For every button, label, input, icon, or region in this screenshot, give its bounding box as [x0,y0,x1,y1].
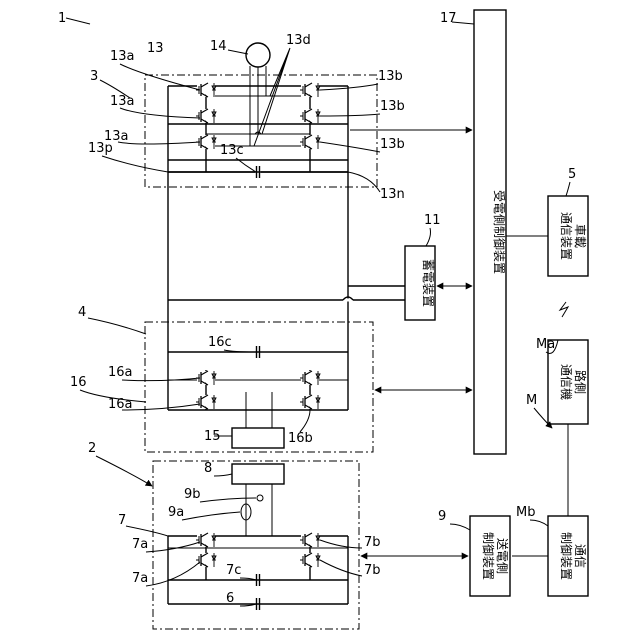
igbt-13b-2 [300,109,320,123]
vehicle-comm-label-1: 車載 [573,224,587,248]
motor-14 [246,43,270,67]
ref-7a-1: 7a [132,537,148,552]
igbt-13b-1 [300,83,320,97]
wireless-link [560,302,568,317]
igbt-16b-1 [300,371,320,385]
ref-13a-3: 13a [104,129,129,144]
road-comm-label-2: 通信機 [559,364,574,400]
ref-13b-3: 13b [380,137,405,152]
ref-13: 13 [147,41,164,56]
ref-9: 9 [438,509,446,524]
igbt-7b-2 [300,553,320,567]
ref-M: M [526,393,537,408]
igbt-7a-2 [196,553,216,567]
storage-label: 蓄電装置 [421,259,435,307]
ref-14: 14 [210,39,227,54]
coil-15 [232,428,284,448]
ref-17: 17 [440,11,457,26]
ref-7c: 7c [226,563,241,578]
ref-Ma: Ma [536,337,555,352]
ref-4: 4 [78,305,86,320]
ref-Mb: Mb [516,505,535,520]
inverter-13-enclosure [145,75,377,187]
igbt-13a-2 [196,109,216,123]
igbt-7a-1 [196,533,216,547]
igbt-16a-2 [196,395,216,409]
sender-ctrl-label-1: 送電側 [495,538,510,574]
sensor-9b [257,495,263,501]
ref-16c: 16c [208,335,232,350]
ref-2: 2 [88,441,96,456]
ref-13n: 13n [380,187,405,202]
ref-9b: 9b [184,487,201,502]
ref-13b-1: 13b [378,69,403,84]
ref-7a-2: 7a [132,571,148,586]
comm-ctrl-label-1: 通信 [573,544,587,568]
ref-13b-2: 13b [380,99,405,114]
road-comm-label-1: 路側 [573,370,588,394]
ref-6: 6 [226,591,234,606]
sender-ctrl-label-2: 制御装置 [481,532,496,580]
ref-13a-1: 13a [110,49,135,64]
ref-13d: 13d [286,33,311,48]
ref-11: 11 [424,213,441,228]
ref-16b: 16b [288,431,313,446]
ref-7b-1: 7b [364,535,381,550]
vehicle-comm-label-2: 通信装置 [559,212,573,260]
comm-ctrl-label-2: 制御装置 [559,532,574,580]
ref-8: 8 [204,461,212,476]
ref-1: 1 [58,11,66,26]
igbt-7b-1 [300,533,320,547]
receiver-controller-label: 受電側制御装置 [492,190,507,274]
igbt-16b-2 [300,395,320,409]
ref-5: 5 [568,167,576,182]
ref-13c: 13c [220,143,244,158]
ref-3: 3 [90,69,98,84]
ref-7: 7 [118,513,126,528]
ref-9a: 9a [168,505,184,520]
ref-16a-1: 16a [108,365,133,380]
ref-7b-2: 7b [364,563,381,578]
ref-13a-2: 13a [110,94,135,109]
igbt-13b-3 [300,135,320,149]
coil-8 [232,464,284,484]
ref-16: 16 [70,375,87,390]
